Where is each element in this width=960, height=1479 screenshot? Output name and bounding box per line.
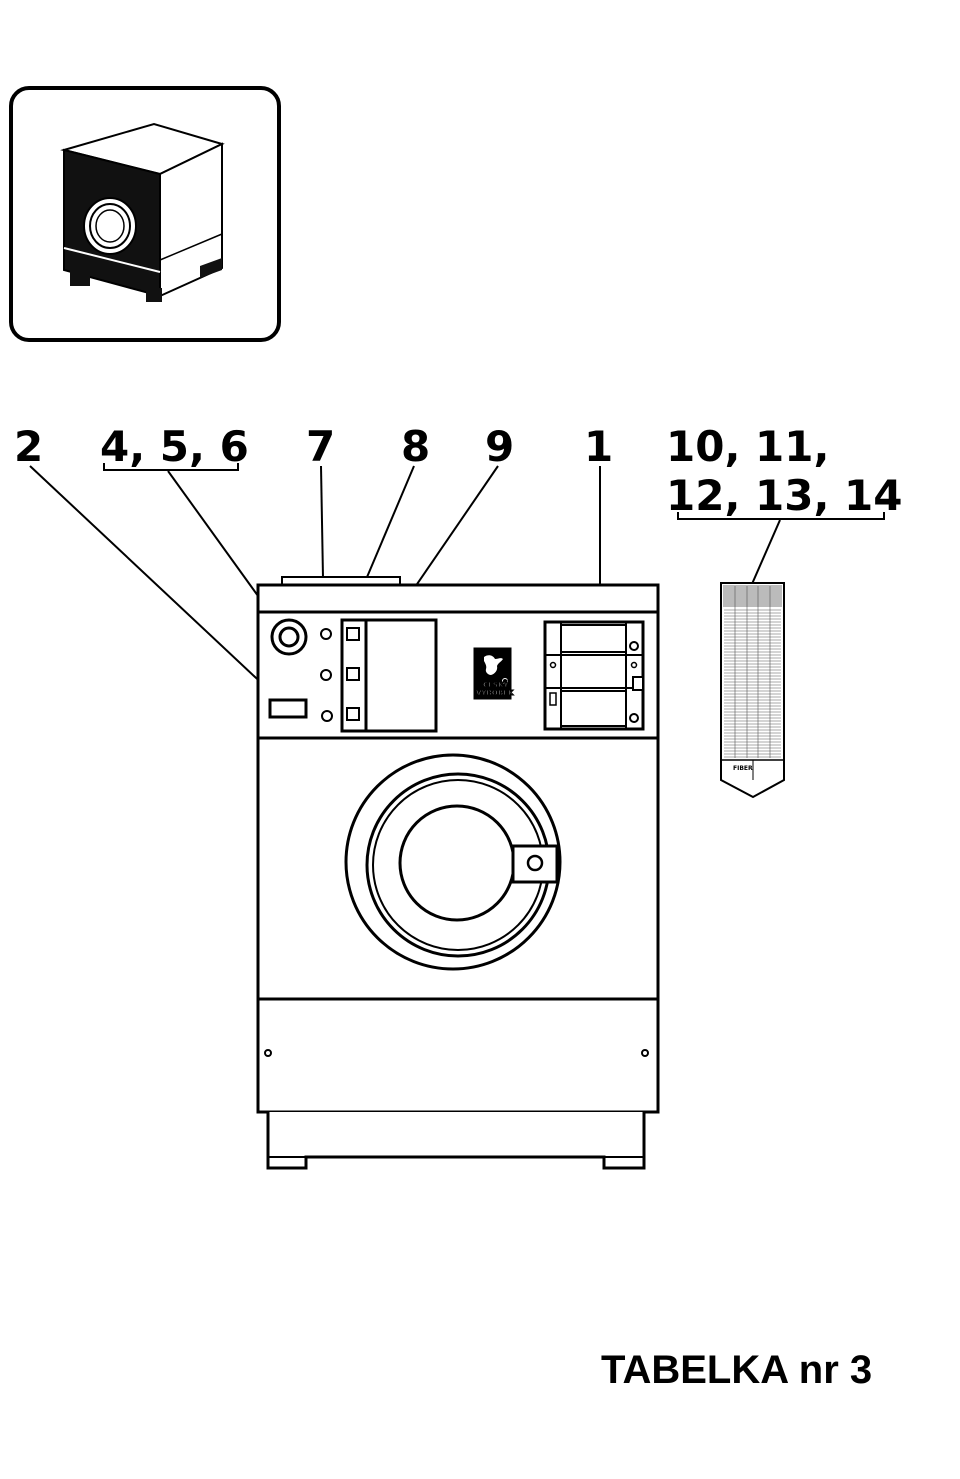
door-handle [511, 844, 559, 884]
rotary-knob-icon [270, 618, 308, 656]
callout-1: 1 [584, 422, 613, 471]
callout-2: 2 [14, 422, 43, 471]
washer-plinth [266, 1112, 646, 1170]
display-slot [268, 698, 308, 719]
callout-12-13-14: 12, 13, 14 [666, 471, 903, 520]
thumbnail-frame [9, 86, 281, 342]
indicator-lamp-8 [320, 669, 332, 681]
callout-labels: 2 4, 5, 6 7 8 9 1 10, 11, 12, 13, 14 [14, 422, 903, 520]
card-brand-text: FIBER [733, 765, 753, 772]
panel-screw-right [641, 1049, 649, 1057]
table-caption: TABELKA nr 3 [601, 1348, 872, 1392]
indicator-lamp-9 [321, 710, 333, 722]
callout-7: 7 [306, 422, 335, 471]
logo-line-1: ČESKÝ [483, 680, 509, 689]
indicator-lamp-7 [320, 628, 332, 640]
washer-front-view: ČESKÝ VÝROBEK [256, 576, 660, 1170]
cesky-vyrobek-logo: ČESKÝ VÝROBEK [473, 647, 514, 700]
lower-panel [256, 997, 660, 1114]
label-brackets [103, 463, 885, 520]
timer-module [543, 620, 645, 731]
washer-door [344, 753, 562, 971]
callout-9: 9 [485, 422, 514, 471]
callout-10-11: 10, 11, [666, 422, 829, 471]
panel-screw-left [264, 1049, 272, 1057]
callout-4-5-6: 4, 5, 6 [100, 422, 249, 471]
thumbnail-washer-icon [60, 122, 225, 302]
logo-line-2: VÝROBEK [476, 688, 514, 697]
callout-8: 8 [401, 422, 430, 471]
washer-top-band [256, 583, 660, 614]
program-card: FIBER [720, 582, 785, 799]
program-module [340, 618, 438, 733]
